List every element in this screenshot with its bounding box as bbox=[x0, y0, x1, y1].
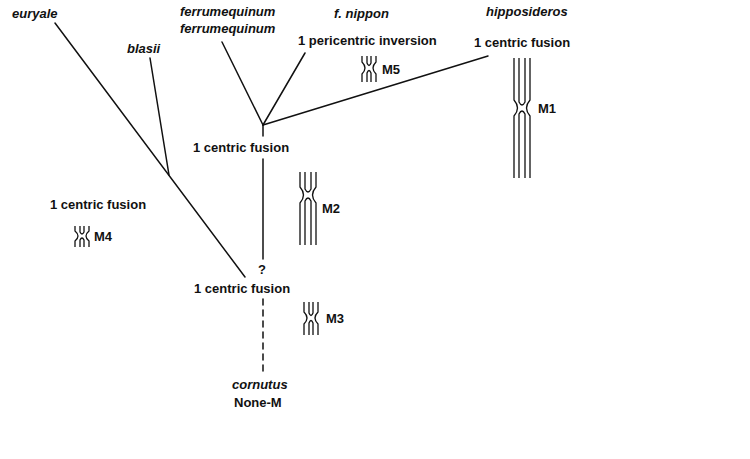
tree-branch bbox=[262, 125, 264, 136]
species-name: ferrumequinum ferrumequinum bbox=[180, 3, 292, 37]
event-label: 1 centric fusion bbox=[194, 280, 290, 297]
species-name: cornutus bbox=[232, 376, 288, 393]
chromosome-m4 bbox=[75, 226, 89, 247]
tree-branch-dashed bbox=[262, 299, 264, 372]
event-label: 1 centric fusion bbox=[50, 196, 146, 213]
event-label: 1 pericentric inversion bbox=[298, 32, 437, 49]
species-name: f. nippon bbox=[334, 5, 389, 22]
tree-branch bbox=[150, 58, 169, 175]
karyotype-label: None-M bbox=[234, 394, 282, 411]
chromosome-m2 bbox=[300, 172, 316, 245]
uncertainty-mark: ? bbox=[258, 261, 266, 278]
tree-branch bbox=[262, 159, 264, 259]
chromosome-m3 bbox=[304, 302, 318, 335]
species-name: blasii bbox=[127, 40, 160, 57]
chromosome-label: M5 bbox=[382, 61, 400, 78]
chromosome-label: M4 bbox=[94, 228, 112, 245]
species-name: euryale bbox=[12, 5, 58, 22]
chromosome-m5 bbox=[362, 56, 376, 82]
species-name: hipposideros bbox=[486, 3, 568, 20]
chromosome-m1 bbox=[514, 58, 530, 178]
event-label: 1 centric fusion bbox=[193, 139, 289, 156]
chromosome-label: M2 bbox=[322, 200, 340, 217]
event-label: 1 centric fusion bbox=[474, 34, 570, 51]
chromosome-label: M1 bbox=[538, 100, 556, 117]
tree-branch bbox=[263, 56, 488, 125]
tree-branch bbox=[222, 42, 263, 125]
chromosome-label: M3 bbox=[326, 310, 344, 327]
